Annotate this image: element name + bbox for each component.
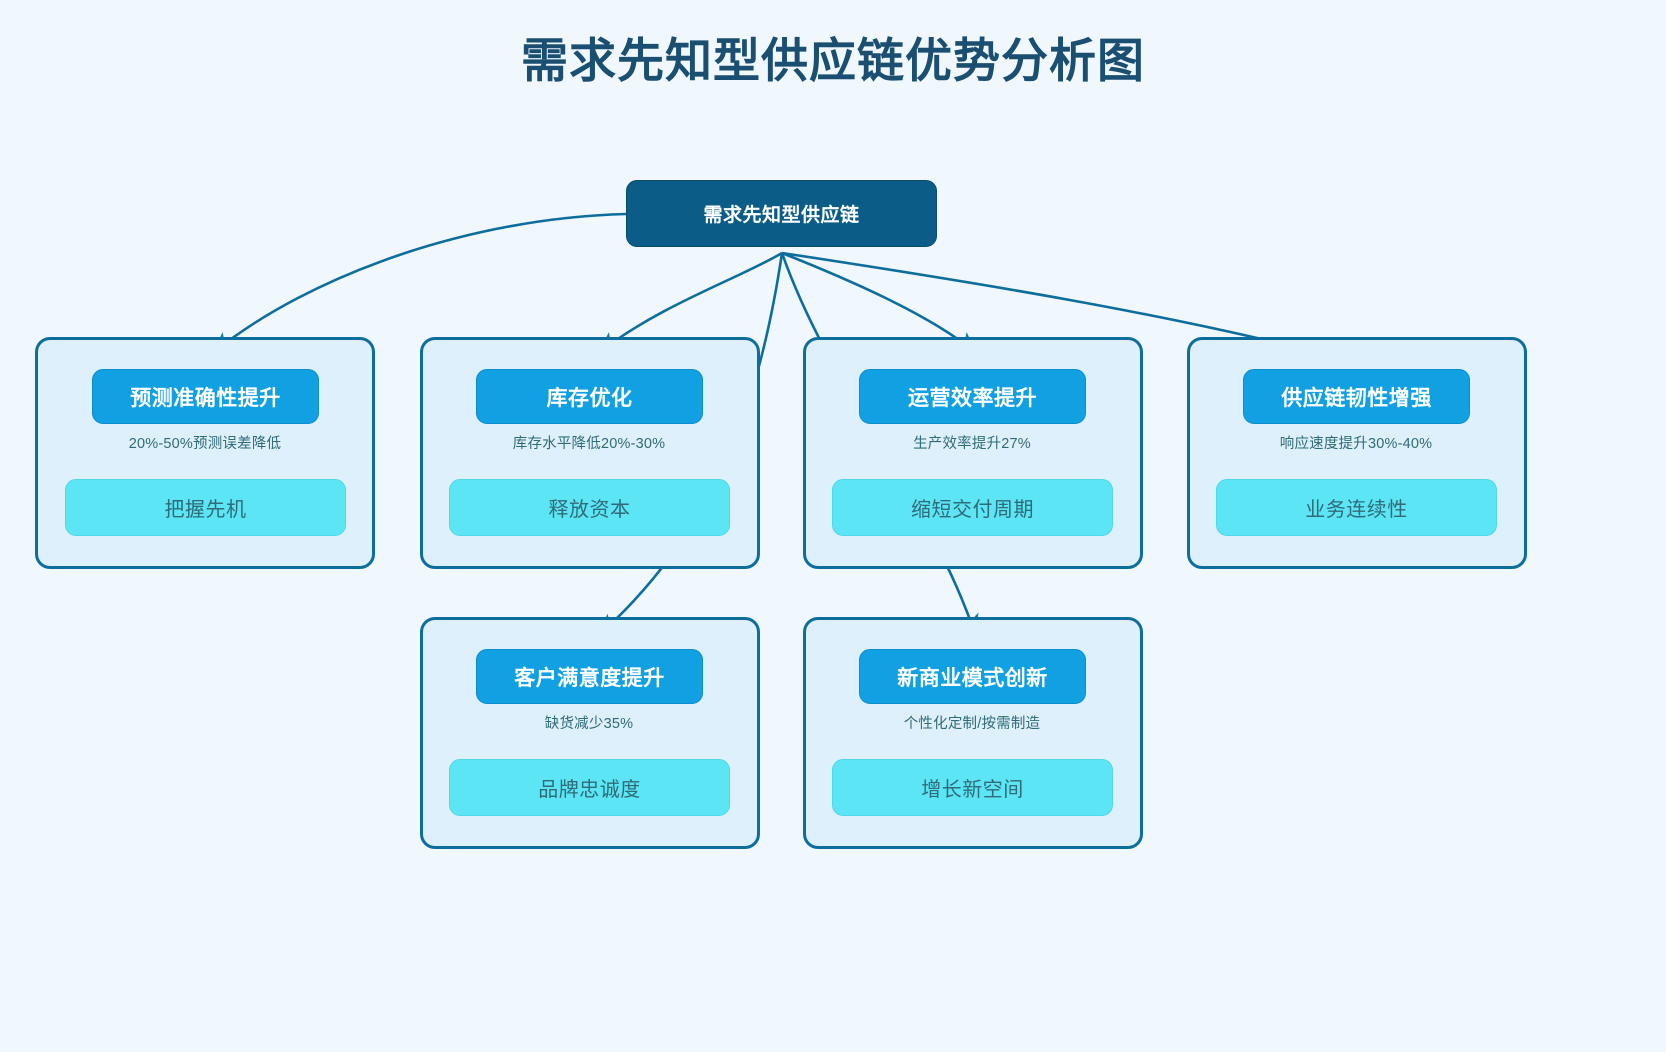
edge-label-customer: 缺货减少35% [544,716,634,732]
node-inventory-primary-label: 库存优化 [546,386,633,410]
node-resilience-secondary[interactable]: 业务连续性 [1216,479,1497,536]
node-operations-primary[interactable]: 运营效率提升 [859,369,1086,424]
node-customer-primary-label: 客户满意度提升 [514,666,665,690]
node-forecast-primary-label: 预测准确性提升 [130,386,281,410]
node-operations-secondary[interactable]: 缩短交付周期 [832,479,1113,536]
edge-root-to-forecast [211,212,627,354]
page-title: 需求先知型供应链优势分析图 [521,34,1145,87]
edge-label-inventory: 库存水平降低20%-30% [512,436,666,452]
node-business-model-secondary-label: 增长新空间 [921,779,1024,801]
node-customer-secondary[interactable]: 品牌忠诚度 [449,759,730,816]
node-customer-secondary-label: 品牌忠诚度 [538,779,641,801]
node-resilience-primary-label: 供应链韧性增强 [1281,386,1432,410]
node-operations-primary-label: 运营效率提升 [908,386,1037,410]
node-root-label: 需求先知型供应链 [703,205,860,226]
node-resilience-primary[interactable]: 供应链韧性增强 [1243,369,1470,424]
edge-label-business-model: 个性化定制/按需制造 [903,716,1041,732]
edge-label-operations: 生产效率提升27% [913,436,1031,452]
node-inventory-primary[interactable]: 库存优化 [476,369,703,424]
node-root[interactable]: 需求先知型供应链 [626,180,937,247]
edge-label-forecast: 20%-50%预测误差降低 [128,436,282,452]
node-resilience-secondary-label: 业务连续性 [1305,499,1408,521]
node-inventory-secondary[interactable]: 释放资本 [449,479,730,536]
node-forecast-secondary-label: 把握先机 [164,499,247,521]
node-business-model-primary[interactable]: 新商业模式创新 [859,649,1086,704]
node-operations-secondary-label: 缩短交付周期 [911,499,1034,521]
node-inventory-secondary-label: 释放资本 [548,499,631,521]
edge-label-resilience: 响应速度提升30%-40% [1279,436,1433,452]
node-customer-primary[interactable]: 客户满意度提升 [476,649,703,704]
node-forecast-primary[interactable]: 预测准确性提升 [92,369,319,424]
node-business-model-secondary[interactable]: 增长新空间 [832,759,1113,816]
node-forecast-secondary[interactable]: 把握先机 [65,479,346,536]
node-business-model-primary-label: 新商业模式创新 [897,666,1048,690]
